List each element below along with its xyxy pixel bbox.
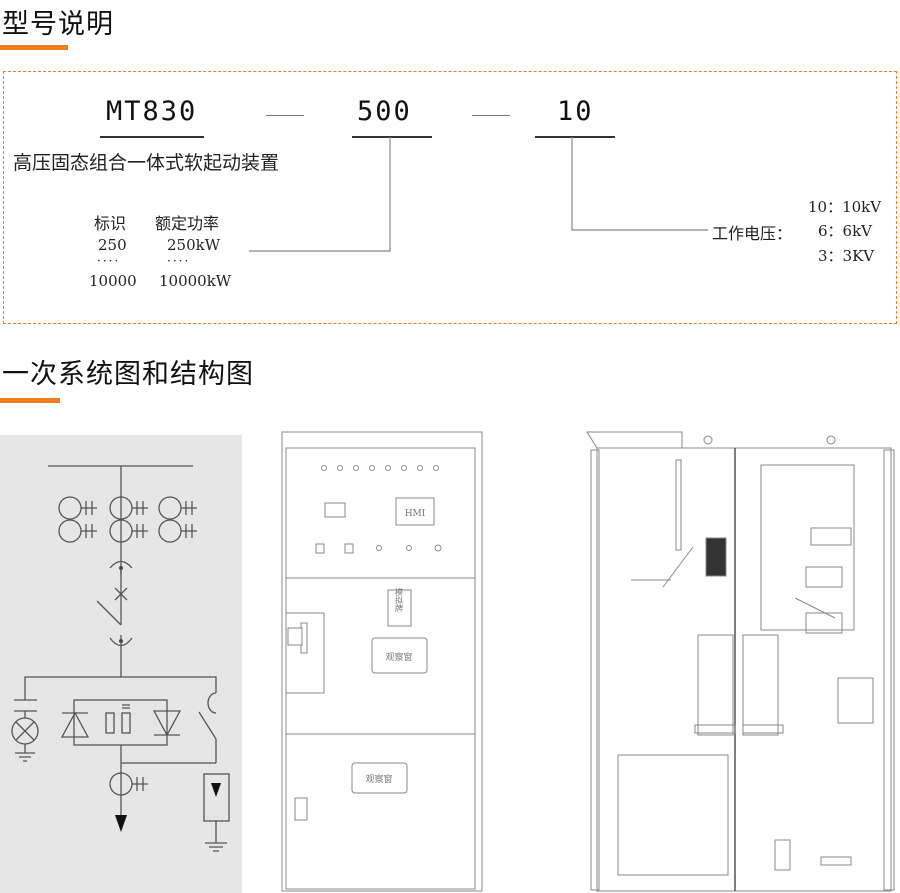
- product-name: 高压固态组合一体式软起动装置: [13, 152, 280, 174]
- cabinet-front-view: HMI 模拟牌 观察窗 观察窗: [281, 431, 483, 892]
- model-explanation-box: [3, 71, 897, 324]
- window-label: 观察窗: [365, 773, 392, 785]
- mimic-label: 模拟牌: [395, 587, 404, 613]
- hmi-label: HMI: [405, 509, 426, 519]
- arrow-down-icon: [115, 815, 127, 832]
- model-voltage: 10: [557, 96, 594, 127]
- power-row-id: 250: [98, 236, 127, 254]
- power-row-power: ····: [167, 254, 191, 268]
- plug-lower-icon: [109, 637, 133, 647]
- mimic-board: [387, 589, 412, 627]
- title-accent-bar: [0, 398, 60, 403]
- control-panel-door: [285, 447, 476, 579]
- contact-icon: [207, 692, 217, 714]
- voltage-option: 3：3KV: [818, 247, 875, 265]
- power-callout-line: [249, 137, 391, 252]
- voltage-option: 6：6kV: [818, 222, 873, 240]
- section-title-model: 型号说明: [2, 9, 114, 40]
- model-power-underline: [352, 136, 432, 138]
- separator-dash: [472, 115, 510, 116]
- separator-dash: [266, 115, 304, 116]
- section-title-diagrams: 一次系统图和结构图: [2, 359, 254, 390]
- switch-blade: [96, 600, 122, 626]
- breaker-x-icon: [114, 587, 128, 601]
- single-line-diagram: [0, 435, 242, 893]
- power-row-power: 250kW: [167, 236, 221, 254]
- plug-upper-icon: [109, 560, 133, 569]
- observation-window: [371, 637, 428, 674]
- model-power: 500: [357, 96, 412, 127]
- observation-window: [351, 762, 408, 794]
- thyristor-icon: [152, 710, 182, 737]
- power-col-power-header: 额定功率: [155, 214, 220, 233]
- power-row-id: 10000: [89, 272, 137, 290]
- voltage-label: 工作电压：: [712, 224, 793, 243]
- callout-lines: [249, 137, 708, 252]
- voltage-option: 10：10kV: [808, 198, 882, 216]
- power-col-id-header: 标识: [94, 214, 127, 233]
- thyristor-icon: [60, 711, 90, 738]
- current-transformer-icons: [58, 496, 197, 543]
- voltage-callout-line: [571, 137, 708, 231]
- model-code-underline: [100, 136, 204, 138]
- window-label: 观察窗: [385, 651, 412, 663]
- power-row-id: ····: [97, 254, 121, 268]
- lower-door: [285, 733, 476, 890]
- title-accent-bar: [0, 45, 68, 50]
- power-row-power: 10000kW: [159, 272, 232, 290]
- cabinet-side-structure-view: [586, 431, 895, 892]
- hmi-screen: [395, 497, 435, 526]
- model-code: MT830: [106, 96, 198, 127]
- model-voltage-underline: [535, 136, 615, 138]
